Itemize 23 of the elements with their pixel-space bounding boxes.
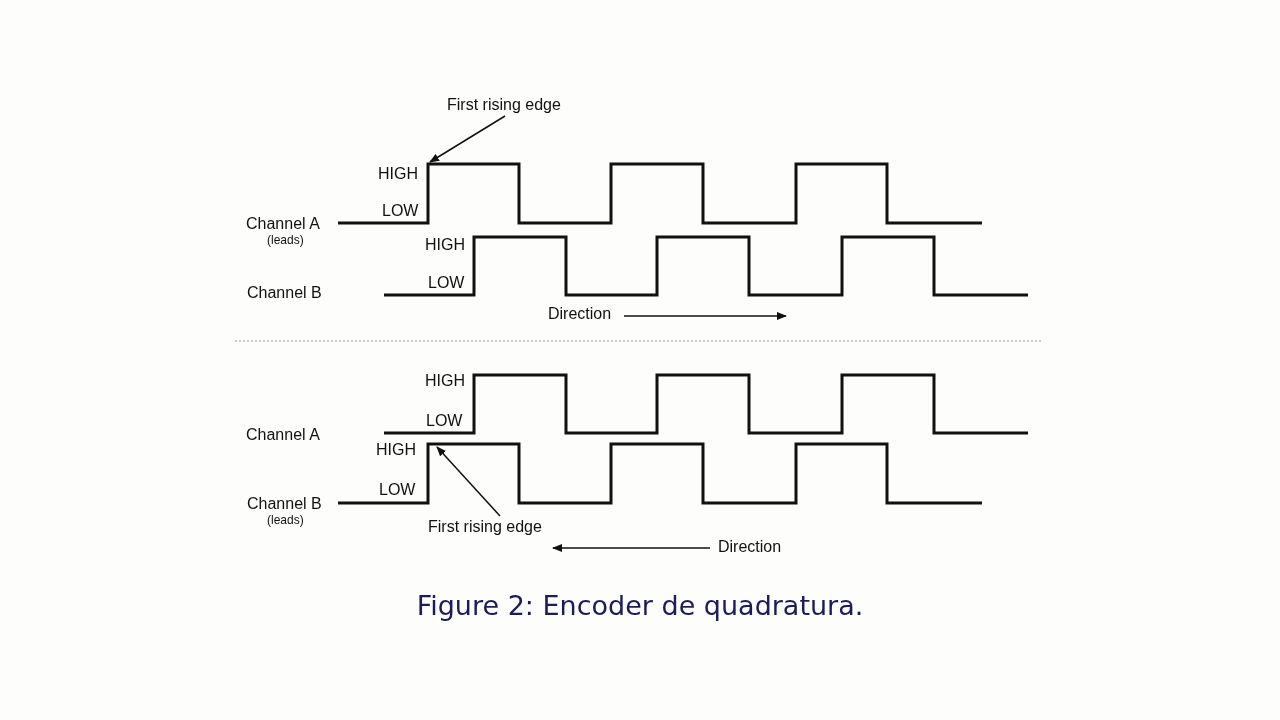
level-label: HIGH bbox=[378, 164, 418, 184]
figure-caption: Figure 2: Encoder de quadratura. bbox=[415, 590, 865, 621]
level-label: LOW bbox=[379, 480, 416, 500]
note-text: (leads) bbox=[267, 513, 304, 527]
level-label: LOW bbox=[428, 273, 465, 293]
level-label: HIGH bbox=[376, 440, 416, 460]
channel-label: Channel B bbox=[247, 494, 322, 514]
note-text: (leads) bbox=[267, 233, 304, 247]
direction-label: Direction bbox=[548, 304, 612, 324]
direction-label: Direction bbox=[718, 537, 782, 557]
leader-line bbox=[429, 115, 506, 163]
channel-label: Channel A bbox=[246, 214, 320, 234]
square-waveform bbox=[338, 442, 982, 505]
level-label: HIGH bbox=[425, 235, 465, 255]
callout-text: First rising edge bbox=[428, 517, 542, 537]
level-label: HIGH bbox=[425, 371, 465, 391]
level-label: LOW bbox=[426, 411, 463, 431]
level-label: LOW bbox=[382, 201, 419, 221]
channel-label: Channel A bbox=[246, 425, 320, 445]
channel-label: Channel B bbox=[247, 283, 322, 303]
callout-text: First rising edge bbox=[447, 95, 561, 115]
leader-line bbox=[436, 446, 501, 517]
square-waveform bbox=[338, 162, 982, 225]
